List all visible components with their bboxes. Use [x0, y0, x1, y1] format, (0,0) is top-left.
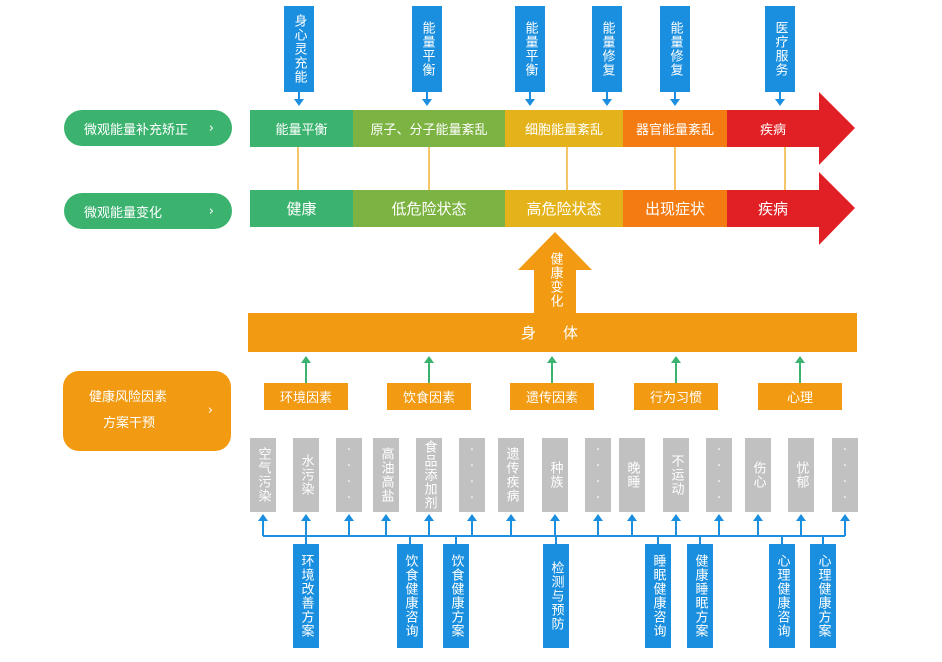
risk-factor-pill: 健康风险因素方案干预 ›: [63, 371, 231, 451]
factor-item-5-2: 忧郁: [788, 438, 814, 512]
arrowhead: [467, 514, 477, 521]
top-label-3: 能量平衡: [515, 6, 545, 92]
row1-segment-5: 疾病: [727, 110, 819, 147]
bottom-label-4: 检测与预防: [543, 544, 569, 648]
arrowhead: [301, 514, 311, 521]
factor-item-3-3: ····: [585, 438, 611, 512]
row1-segment-1: 能量平衡: [250, 110, 353, 147]
risk-label-line2: 方案干预: [103, 416, 156, 431]
row1-segment-3: 细胞能量紊乱: [505, 110, 623, 147]
row2-label: 微观能量变化: [84, 205, 163, 221]
chevron-right-icon: ›: [208, 120, 214, 136]
chevron-right-icon: ›: [208, 203, 214, 219]
factor-item-1-1: 空气污染: [250, 438, 276, 512]
arrowhead: [550, 514, 560, 521]
chevron-right-icon: ›: [207, 403, 213, 418]
arrowhead: [506, 514, 516, 521]
bottom-label-6: 健康睡眠方案: [687, 544, 713, 648]
health-change-label: 健康变化: [547, 252, 563, 308]
bottom-label-1: 环境改善方案: [293, 544, 319, 648]
factor-box-5: 心理: [758, 383, 842, 410]
row2-segment-2: 低危险状态: [353, 190, 505, 227]
row1-segment-4: 器官能量紊乱: [623, 110, 727, 147]
row2-segment-3: 高危险状态: [505, 190, 623, 227]
arrowhead: [593, 514, 603, 521]
arrowhead: [840, 514, 850, 521]
arrowhead: [627, 514, 637, 521]
row1-label-pill: 微观能量补充矫正 ›: [64, 110, 232, 146]
row1-label: 微观能量补充矫正: [84, 122, 189, 138]
risk-label-line1: 健康风险因素: [89, 390, 168, 405]
factor-box-4: 行为习惯: [634, 383, 718, 410]
factor-item-2-1: 高油高盐: [373, 438, 399, 512]
factor-item-4-2: 不运动: [663, 438, 689, 512]
bottom-label-8: 心理健康方案: [810, 544, 836, 648]
factor-item-5-3: ····: [832, 438, 858, 512]
arrowhead: [381, 514, 391, 521]
top-label-5: 能量修复: [660, 6, 690, 92]
factor-item-3-1: 遗传疾病: [498, 438, 524, 512]
arrowhead: [424, 514, 434, 521]
row2-label-pill: 微观能量变化 ›: [64, 193, 232, 229]
bottom-label-3: 饮食健康方案: [443, 544, 469, 648]
arrowhead: [670, 99, 680, 106]
arrowhead: [753, 514, 763, 521]
row2-arrow-head: [819, 172, 855, 245]
arrowhead: [796, 514, 806, 521]
arrowhead: [301, 356, 311, 363]
arrowhead: [714, 514, 724, 521]
arrowhead: [525, 99, 535, 106]
arrowhead: [795, 356, 805, 363]
factor-item-1-2: 水污染: [293, 438, 319, 512]
top-label-4: 能量修复: [592, 6, 622, 92]
arrowhead: [294, 99, 304, 106]
arrowhead: [671, 356, 681, 363]
factor-item-1-3: ····: [336, 438, 362, 512]
health-change-up-arrow: [518, 232, 592, 313]
arrowhead: [424, 356, 434, 363]
factor-box-1: 环境因素: [264, 383, 348, 410]
bottom-label-2: 饮食健康咨询: [397, 544, 423, 648]
arrowhead: [547, 356, 557, 363]
factor-item-2-2: 食品添加剂: [416, 438, 442, 512]
factor-item-5-1: 伤心: [745, 438, 771, 512]
factor-box-3: 遗传因素: [510, 383, 594, 410]
arrowhead: [602, 99, 612, 106]
row1-arrow-head: [819, 92, 855, 165]
bottom-label-7: 心理健康咨询: [769, 544, 795, 648]
top-label-2: 能量平衡: [412, 6, 442, 92]
row2-segment-4: 出现症状: [623, 190, 727, 227]
arrowhead: [671, 514, 681, 521]
arrowhead: [344, 514, 354, 521]
arrowhead: [422, 99, 432, 106]
arrowhead: [775, 99, 785, 106]
factor-item-4-3: ····: [706, 438, 732, 512]
row2-segment-5: 疾病: [727, 190, 819, 227]
arrowhead: [258, 514, 268, 521]
factor-item-3-2: 种族: [542, 438, 568, 512]
factor-item-4-1: 晚睡: [619, 438, 645, 512]
row1-segment-2: 原子、分子能量紊乱: [353, 110, 505, 147]
row2-segment-1: 健康: [250, 190, 353, 227]
body-bar: 身 体: [248, 313, 857, 352]
factor-item-2-3: ····: [459, 438, 485, 512]
factor-box-2: 饮食因素: [387, 383, 471, 410]
bottom-label-5: 睡眠健康咨询: [645, 544, 671, 648]
top-label-6: 医疗服务: [765, 6, 795, 92]
top-label-1: 身心灵充能: [284, 6, 314, 92]
